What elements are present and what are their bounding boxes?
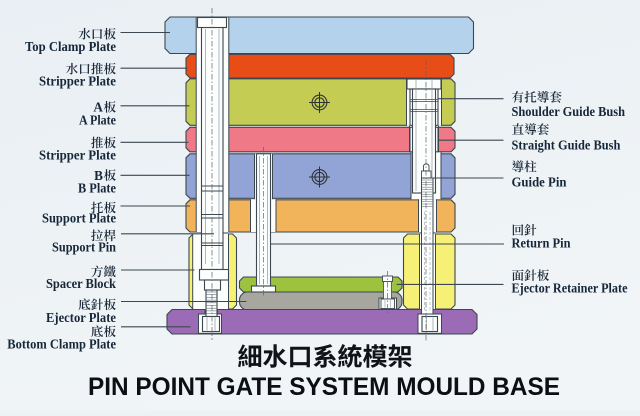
svg-text:Bottom Clamp Plate: Bottom Clamp Plate	[7, 337, 116, 352]
svg-text:Straight Guide Bush: Straight Guide Bush	[512, 138, 621, 153]
svg-text:Stripper Plate: Stripper Plate	[39, 75, 116, 90]
svg-text:Ejector Plate: Ejector Plate	[46, 311, 116, 326]
svg-text:B: B	[94, 168, 103, 183]
svg-text:Return Pin: Return Pin	[512, 237, 571, 252]
svg-text:Stripper Plate: Stripper Plate	[39, 149, 116, 164]
svg-text:A: A	[93, 100, 103, 115]
svg-text:Spacer Block: Spacer Block	[46, 277, 116, 292]
svg-text:Guide Pin: Guide Pin	[512, 175, 567, 190]
svg-text:Shoulder Guide Bush: Shoulder Guide Bush	[512, 105, 626, 120]
svg-text:Support Pin: Support Pin	[52, 241, 116, 256]
svg-text:B Plate: B Plate	[78, 181, 116, 196]
svg-text:Top Clamp Plate: Top Clamp Plate	[25, 40, 116, 55]
svg-text:PIN POINT GATE SYSTEM MOULD BA: PIN POINT GATE SYSTEM MOULD BASE	[88, 373, 560, 401]
svg-text:Support Plate: Support Plate	[42, 212, 116, 227]
svg-text:Ejector Retainer Plate: Ejector Retainer Plate	[512, 281, 628, 296]
svg-text:A Plate: A Plate	[79, 113, 116, 128]
